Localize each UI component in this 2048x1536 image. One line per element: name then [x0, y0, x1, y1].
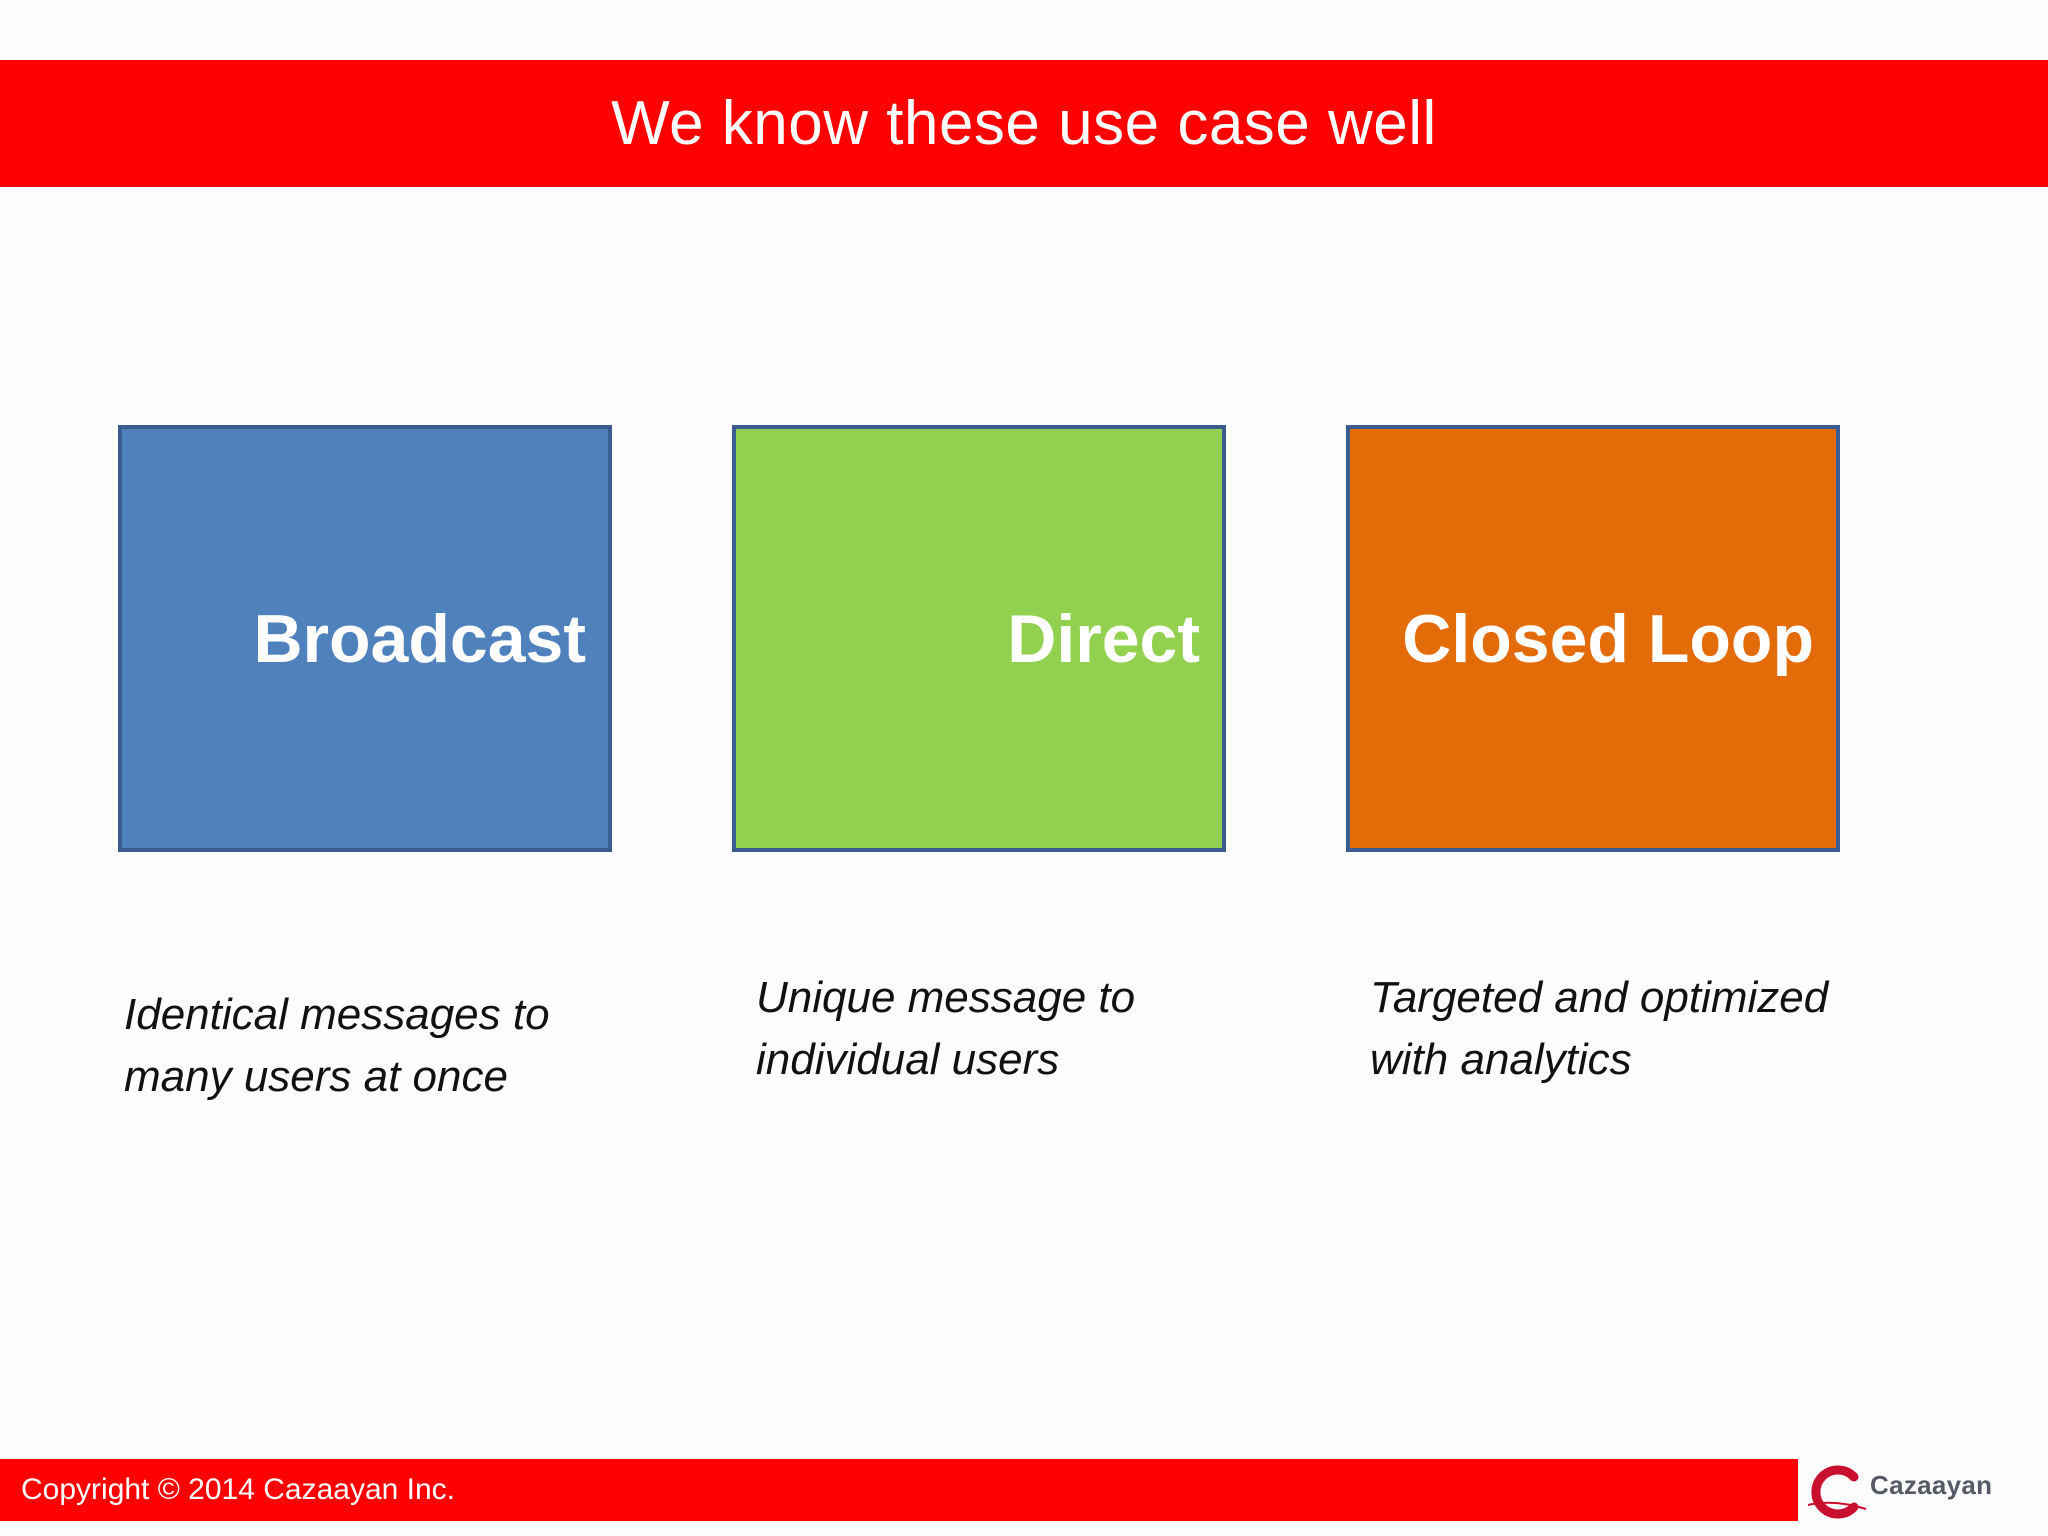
cazaayan-logo-icon [1807, 1465, 1867, 1519]
direct-description: Unique message to individual users [756, 967, 1276, 1091]
broadcast-description-line2: many users at once [124, 1052, 508, 1101]
broadcast-box: Broadcast [118, 425, 612, 852]
title-bar: We know these use case well [0, 60, 2048, 187]
closed-loop-description: Targeted and optimized with analytics [1370, 967, 1890, 1091]
closed-loop-description-line2: with analytics [1370, 1035, 1632, 1084]
direct-box: Direct [732, 425, 1226, 852]
direct-label: Direct [1007, 600, 1200, 677]
logo-text: Cazaayan [1870, 1469, 1993, 1500]
closed-loop-label: Closed Loop [1402, 600, 1814, 677]
direct-description-line2: individual users [756, 1035, 1060, 1084]
direct-description-line1: Unique message to [756, 973, 1136, 1022]
closed-loop-description-line1: Targeted and optimized [1370, 973, 1829, 1022]
broadcast-label: Broadcast [253, 600, 586, 677]
copyright-text: Copyright © 2014 Cazaayan Inc. [21, 1473, 456, 1506]
broadcast-description-line1: Identical messages to [124, 990, 550, 1039]
broadcast-description: Identical messages to many users at once [124, 984, 644, 1108]
company-logo: Cazaayan [1804, 1459, 2030, 1525]
closed-loop-box: Closed Loop [1346, 425, 1840, 852]
slide-title: We know these use case well [611, 88, 1437, 158]
footer-bar: Copyright © 2014 Cazaayan Inc. [0, 1459, 1798, 1521]
